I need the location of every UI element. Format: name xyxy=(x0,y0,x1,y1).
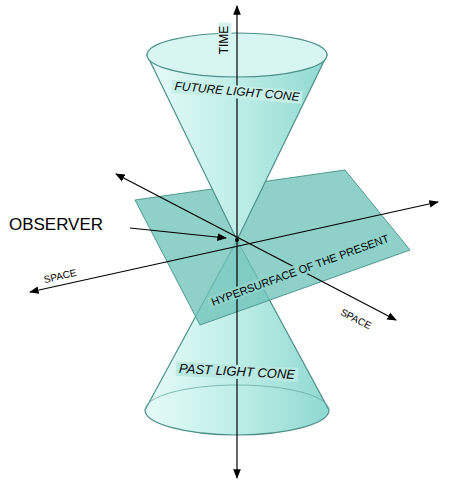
hypersurface-plane: HYPERSURFACE OF THE PRESENT xyxy=(130,165,415,330)
present-plane xyxy=(135,170,410,325)
observer-label: OBSERVER xyxy=(6,216,106,235)
observer-pointer xyxy=(130,228,226,238)
observer-point xyxy=(235,238,239,242)
axis-label: SPACE xyxy=(336,305,376,333)
axis-label: TIME xyxy=(218,23,231,58)
axis-label: SPACE xyxy=(40,266,81,286)
space-axis xyxy=(116,174,396,320)
